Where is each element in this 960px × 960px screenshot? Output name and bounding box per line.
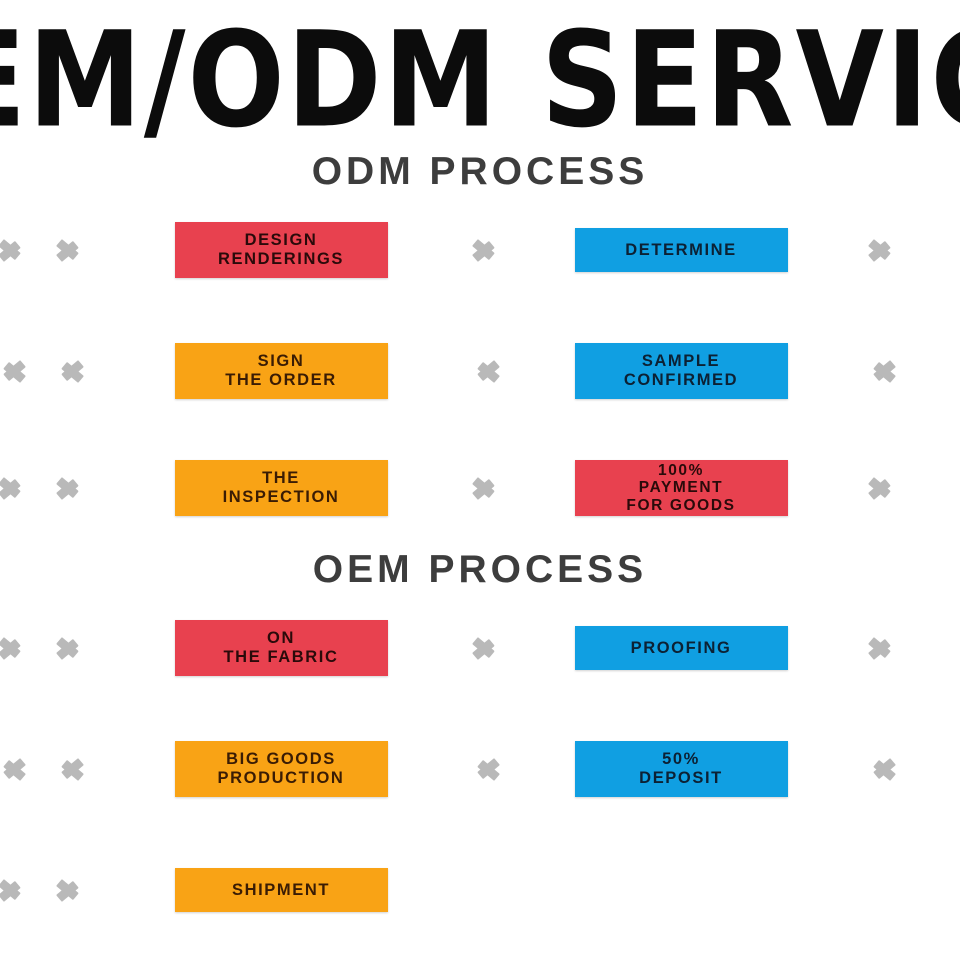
process-step-label-line: SIGN (257, 352, 305, 371)
row-arrow-right (852, 606, 912, 690)
process-step-label-line: THE FABRIC (223, 648, 339, 666)
process-step-label-line: PRODUCTION (217, 769, 345, 787)
chevron-right-icon (0, 874, 27, 906)
row-arrow-middle (456, 727, 516, 811)
process-step-label-line: 50% (662, 750, 700, 769)
page-title: EM/ODM SERVIC (0, 4, 960, 140)
chevron-right-icon (55, 472, 85, 504)
process-step-label-line: RENDERINGS (217, 250, 344, 268)
process-step-box[interactable]: DETERMINE (574, 228, 788, 272)
chevron-right-icon (471, 472, 501, 504)
row-arrow-middle (456, 446, 516, 530)
process-box-slot: SHIPMENT (174, 848, 388, 932)
chevron-right-icon (0, 472, 27, 504)
row-arrow-edge-left (0, 606, 42, 690)
chevron-left-icon (867, 753, 897, 785)
process-step-box[interactable]: PROOFING (574, 626, 788, 670)
chevron-right-icon (867, 632, 897, 664)
process-box-slot (574, 848, 788, 932)
row-arrow-edge-left (0, 208, 42, 292)
row-arrow-right (852, 727, 912, 811)
chevron-left-icon (55, 753, 85, 785)
row-arrow-middle (456, 208, 516, 292)
row-arrow-middle (456, 848, 516, 932)
chevron-right-icon (0, 632, 27, 664)
chevron-left-icon (867, 355, 897, 387)
row-arrow-left (40, 446, 100, 530)
process-step-label-line: BIG GOODS (226, 750, 336, 769)
chevron-left-icon (471, 753, 501, 785)
row-arrow-left (40, 727, 100, 811)
chevron-right-icon (867, 234, 897, 266)
process-step-label-line: 100% (657, 461, 705, 479)
chevron-right-icon (55, 632, 85, 664)
process-step-label-line: PAYMENT (638, 479, 724, 497)
process-step-label-line: THE (262, 469, 300, 488)
chevron-left-icon (55, 355, 85, 387)
process-step-box[interactable]: SHIPMENT (174, 868, 388, 912)
process-box-slot: 50%DEPOSIT (574, 727, 788, 811)
process-box-slot: DETERMINE (574, 208, 788, 292)
chevron-right-icon (471, 234, 501, 266)
row-arrow-right (852, 848, 912, 932)
section-heading-odm: ODM PROCESS (311, 150, 649, 193)
chevron-left-icon (0, 355, 27, 387)
process-step-label-line: CONFIRMED (623, 371, 739, 389)
row-arrow-right (852, 446, 912, 530)
row-arrow-edge-left (0, 848, 42, 932)
chevron-left-icon (0, 753, 27, 785)
row-arrow-left (40, 208, 100, 292)
row-arrow-left (40, 329, 100, 413)
process-step-label-line: DESIGN (244, 231, 318, 250)
process-step-label-line: ON (267, 629, 295, 648)
row-arrow-edge-left (0, 727, 42, 811)
process-row: SHIPMENT (0, 848, 960, 932)
process-step-box[interactable]: 50%DEPOSIT (574, 741, 788, 797)
process-step-label-line: SHIPMENT (231, 880, 331, 899)
row-arrow-left (40, 848, 100, 932)
row-arrow-edge-left (0, 329, 42, 413)
process-step-label-line: INSPECTION (222, 488, 340, 506)
chevron-right-icon (471, 632, 501, 664)
row-arrow-middle (456, 606, 516, 690)
process-box-slot: PROOFING (574, 606, 788, 690)
chevron-right-icon (867, 472, 897, 504)
process-step-label-line: DETERMINE (625, 240, 737, 259)
row-arrow-right (852, 329, 912, 413)
chevron-left-icon (471, 355, 501, 387)
process-step-label-line: SAMPLE (641, 352, 721, 371)
row-arrow-edge-left (0, 446, 42, 530)
chevron-right-icon (0, 234, 27, 266)
section-heading-oem: OEM PROCESS (312, 548, 648, 591)
process-step-label-line: DEPOSIT (639, 769, 723, 787)
chevron-right-icon (55, 234, 85, 266)
row-arrow-left (40, 606, 100, 690)
row-arrow-right (852, 208, 912, 292)
process-step-label-line: FOR GOODS (626, 496, 736, 514)
process-step-label-line: PROOFING (630, 638, 732, 657)
chevron-right-icon (55, 874, 85, 906)
row-arrow-middle (456, 329, 516, 413)
process-step-label-line: THE ORDER (225, 371, 337, 389)
title-band: EM/ODM SERVIC (0, 0, 960, 140)
